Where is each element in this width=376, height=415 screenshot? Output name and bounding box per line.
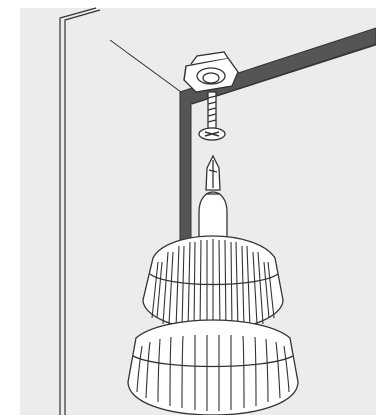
assembly-illustration <box>0 0 376 415</box>
drill-screw-diagram <box>0 0 376 415</box>
